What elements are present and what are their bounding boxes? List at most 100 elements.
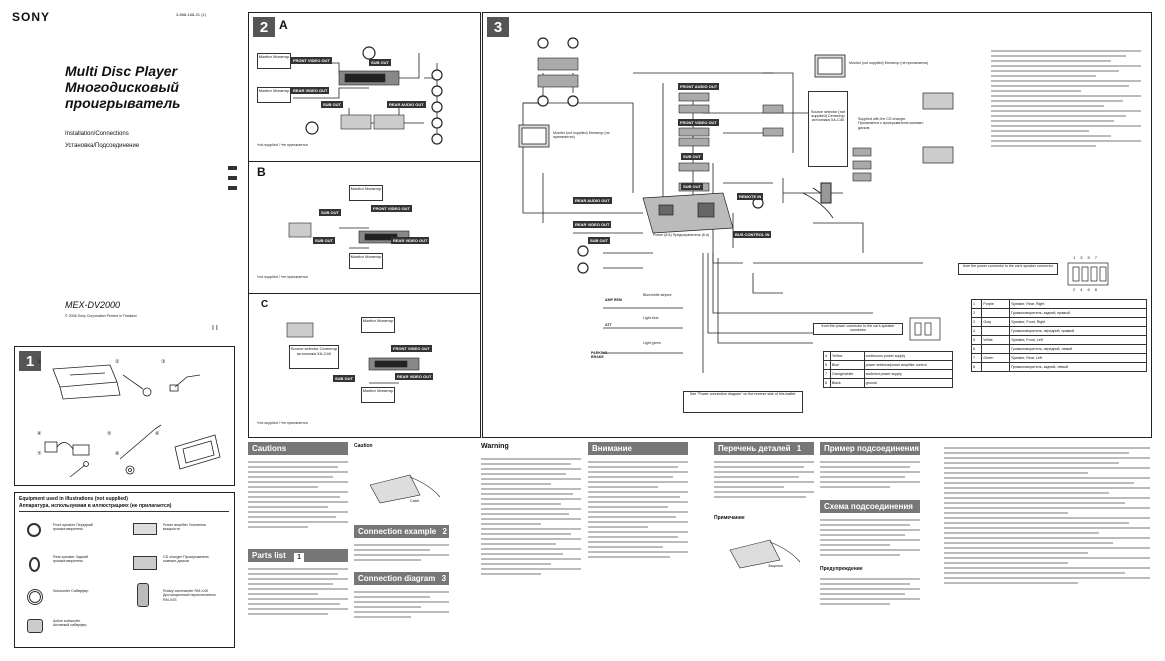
tag-rear-audio-out-a: REAR AUDIO OUT [387,101,426,108]
connection-example-heading: Connection example 2 [354,525,449,538]
monitor-top-label: Monitor (not supplied) Монитор (не прила… [849,61,929,65]
speaker-icon [29,557,40,572]
catch-label: Catch [410,499,420,503]
tag-sub-out-b: SUB OUT [319,209,341,216]
light-blue-label: Light blue [643,316,659,320]
section-3-number: 3 [487,17,509,37]
tag-front-video-out-c: FRONT VIDEO OUT [391,345,432,352]
connector-8pin [1067,262,1109,286]
section-2-connection-example: 2 A B C [248,12,481,438]
monitor-box-b1: Monitor Монитор [349,185,383,201]
blue-white-label: Blue/white striped [643,293,672,297]
notes-column [991,47,1141,150]
connection-example-title: Connection example [358,527,437,536]
cd-changers-bc [286,222,314,338]
parts-list-num: 1 [294,552,305,563]
parts-list-heading: Parts list 1 [248,549,348,563]
amplifier-icon [133,523,157,535]
screw-part [69,461,135,478]
equipment-label-4: CD changer Проигрыватель компакт-дисков [163,555,209,564]
equipment-heading-ru: Аппаратура, используемая в иллюстрациях … [19,503,172,509]
section-3-connection-diagram: 3 [482,12,1152,438]
monitor-box-c1: Monitor Монитор [361,317,395,333]
pin-numbers-bottom: 2 4 6 8 [1073,287,1097,292]
tag-rear-video-out-c: REAR VIDEO OUT [395,373,434,380]
monitor-top [814,54,846,78]
connection-example-text [354,541,449,564]
tag-front-video-out-a: FRONT VIDEO OUT [291,57,332,64]
parts-list-title: Parts list [252,551,286,560]
rca-plugs-top [537,37,764,274]
connection-example-num: 2 [442,527,447,536]
equipment-label-1: Front speaker Передний громкоговоритель [53,523,93,532]
section-3-wiring [518,37,1109,373]
equipment-divider [19,511,229,512]
power-connector-note: from the power connector to the car's sp… [958,263,1058,275]
prim-sub: Примечание [714,515,745,521]
brand-logo: SONY [12,10,51,24]
skhema-title: Схема подсоединения [824,502,913,511]
model-name: MEX-DV2000 [65,300,121,310]
equipment-item-2 [133,523,157,535]
zashchelka-label: Защелка [768,564,783,568]
fold-mark: I I [212,325,218,332]
cd-changers [922,92,954,164]
bracket-part [52,364,121,400]
power-connector-note-2: from the power connector to the car's sp… [813,323,903,335]
cd-changer-icon [133,556,157,570]
note-c: *not supplied / *не прилагается [257,421,308,425]
connection-diagram-num: 3 [441,574,447,583]
speakers-a [305,46,443,145]
perechen-title: Перечень деталей [718,444,791,453]
monitor-box-b2: Monitor Монитор [349,253,383,269]
equipment-item-4 [133,556,157,570]
section-2-sub-c: C [261,299,269,310]
equipment-label-2: Power amplifier Усилитель мощности [163,523,207,532]
part-num-8: ⑧ [115,451,120,457]
tag-bus-control-in: BUS CONTROL IN [733,231,772,238]
monitor-left-label: Monitor (not supplied) Монитор (не прила… [553,131,610,140]
equipment-label-5: Subwoofer Сабвуфер [53,589,89,593]
section-1-number: 1 [19,351,41,371]
pin-1: 1 [1073,255,1076,260]
section-2-number: 2 [253,17,275,37]
subtitle-ru: Установка/Подсоединение [65,143,140,149]
monitor-box-a2: Monitor Монитор [257,87,291,103]
perechen-num: 1 [796,444,802,453]
equipment-item-3 [29,557,40,572]
connection-diagram-text [354,588,449,621]
equipment-item-1 [27,523,41,537]
source-selector-box-c: Source selector Селектор источника XA-C4… [289,345,339,369]
part-num-3: ③ [161,359,166,365]
reverse-side-note: See "Power connection diagram" on the re… [683,391,803,413]
note-a: *not supplied / *не прилагается [257,143,308,147]
connection-diagram-heading: Connection diagram 3 [354,572,449,585]
primer-title: Пример подсоединения [824,444,920,453]
section-2-divider-1 [249,161,480,162]
equipment-item-6 [137,583,149,607]
screwdriver-part [119,424,162,460]
title-ru-1: Многодисковый [65,79,179,95]
subwoofer-icon [27,589,43,605]
pin-4: 4 [1080,287,1083,292]
pin-7: 7 [1094,255,1097,260]
part-num-4: ④ [37,431,42,437]
active-subwoofer-icon [27,619,43,633]
tag-sub-out-a2: SUB OUT [321,101,343,108]
tag-rear-video-out-a: REAR VIDEO OUT [291,87,330,94]
connector-power [909,317,941,341]
head-unit-c [368,357,420,371]
parts-drawings: ① ② ③ ④ ⑤ ⑥ ⑦ ⑧ [37,359,221,478]
pin-6: 6 [1087,287,1090,292]
pin-5: 5 [1087,255,1090,260]
harness-part [44,441,90,456]
section-1-parts: 1 ① ② ③ ④ ⑤ ⑥ [14,346,235,486]
